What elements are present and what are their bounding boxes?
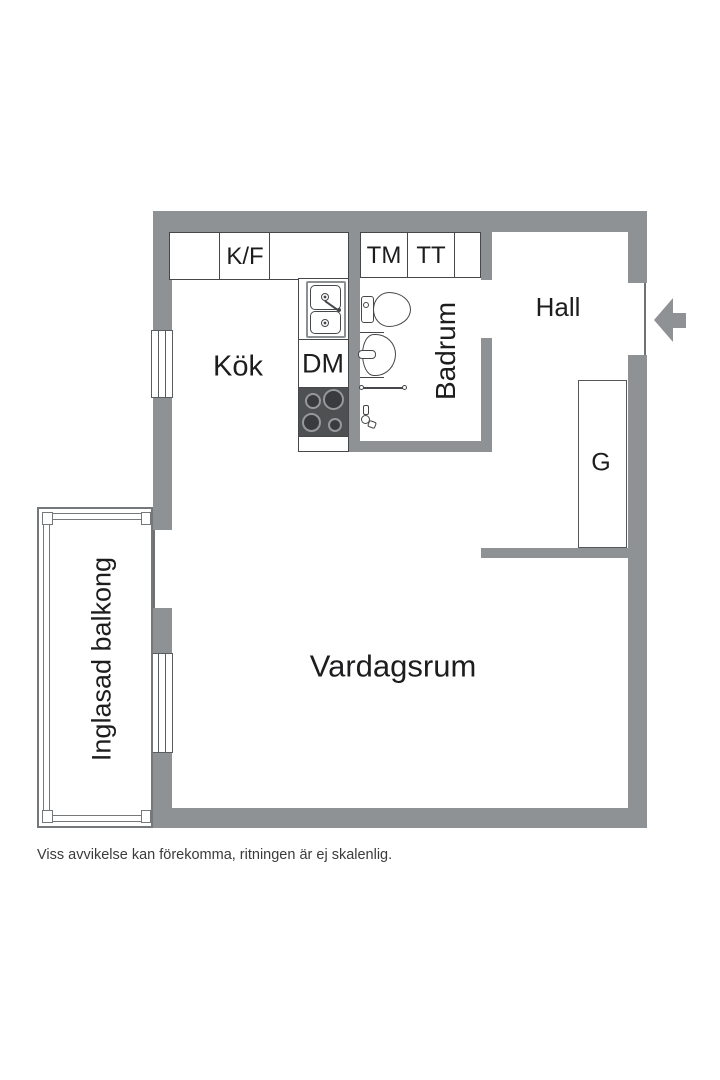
washbasin-edge: [360, 377, 384, 379]
wall-bottom: [153, 808, 647, 828]
floor-drain-icon: [363, 405, 369, 415]
burner-icon: [323, 389, 344, 410]
wall-bathroom-right-upper: [481, 232, 492, 280]
faucet-dot: [337, 308, 341, 312]
balcony-frame: [37, 507, 153, 828]
window-pane: [158, 654, 166, 752]
sink-bowl: [310, 311, 341, 334]
wall-right-segment: [628, 355, 647, 828]
tumble-dryer-cell: [407, 232, 455, 278]
dishwasher-cell: [298, 339, 349, 388]
balcony-frame-post: [141, 810, 151, 823]
floor-drain-icon: [361, 415, 370, 424]
wall-bathroom-bottom: [349, 441, 492, 452]
shower-rail-end: [359, 385, 364, 390]
wall-top: [153, 211, 647, 232]
kitchen-cabinet: [269, 232, 349, 280]
toilet-tank-button: [363, 302, 369, 308]
tumble-dryer-label: TT: [416, 242, 446, 269]
room-label-bathroom: Badrum: [430, 301, 461, 401]
window-icon: [151, 330, 173, 398]
shower-rail-icon: [361, 387, 405, 389]
room-label-kitchen: Kök: [213, 350, 263, 383]
balcony-glazing: [49, 519, 151, 816]
wardrobe-label: G: [591, 448, 611, 477]
wall-left-segment: [153, 398, 172, 530]
fridge-freezer-label: K/F: [226, 243, 264, 270]
burner-icon: [302, 413, 321, 432]
room-label-balcony: Inglasad balkong: [86, 556, 117, 762]
kitchen-cabinet: [298, 436, 349, 452]
window-pane: [158, 331, 166, 397]
disclaimer-text: Viss avvikelse kan förekomma, ritningen …: [37, 847, 393, 863]
shower-rail-end: [402, 385, 407, 390]
wall-right-segment: [628, 211, 647, 283]
window-icon: [151, 653, 173, 753]
fridge-freezer-cabinet: [219, 232, 270, 280]
floor-drain-icon: [367, 419, 377, 430]
sink-bowl: [310, 285, 341, 310]
balcony-glazing: [43, 513, 151, 822]
burner-icon: [328, 418, 342, 432]
room-label-livingroom: Vardagsrum: [309, 648, 477, 684]
wall-left-segment: [153, 608, 172, 653]
washing-machine-label: TM: [366, 242, 402, 269]
wall-left-segment: [153, 211, 172, 330]
washbasin-tap: [358, 350, 376, 359]
entrance-door-line: [644, 283, 646, 355]
wall-bathroom-right-lower: [481, 338, 492, 452]
balcony-door-line: [153, 530, 155, 608]
dishwasher-label: DM: [302, 348, 344, 379]
kitchen-cabinet: [169, 232, 220, 280]
sink-drain: [321, 319, 329, 327]
bathroom-cabinet: [454, 232, 481, 278]
room-label-hall: Hall: [535, 292, 581, 322]
balcony-frame-post: [42, 512, 53, 525]
stove-icon: [299, 388, 348, 436]
wall-hall-livingroom: [481, 548, 628, 558]
wall-kitchen-bathroom: [349, 232, 360, 452]
balcony-frame-post: [141, 512, 151, 525]
wardrobe-box: [578, 380, 627, 548]
washbasin-edge: [360, 332, 384, 334]
entrance-arrow-icon: [654, 298, 686, 342]
kitchen-sink-icon: [306, 281, 346, 338]
burner-icon: [305, 393, 321, 409]
balcony-frame-post: [42, 810, 53, 823]
toilet-icon: [373, 292, 411, 327]
washing-machine-cell: [360, 232, 408, 278]
